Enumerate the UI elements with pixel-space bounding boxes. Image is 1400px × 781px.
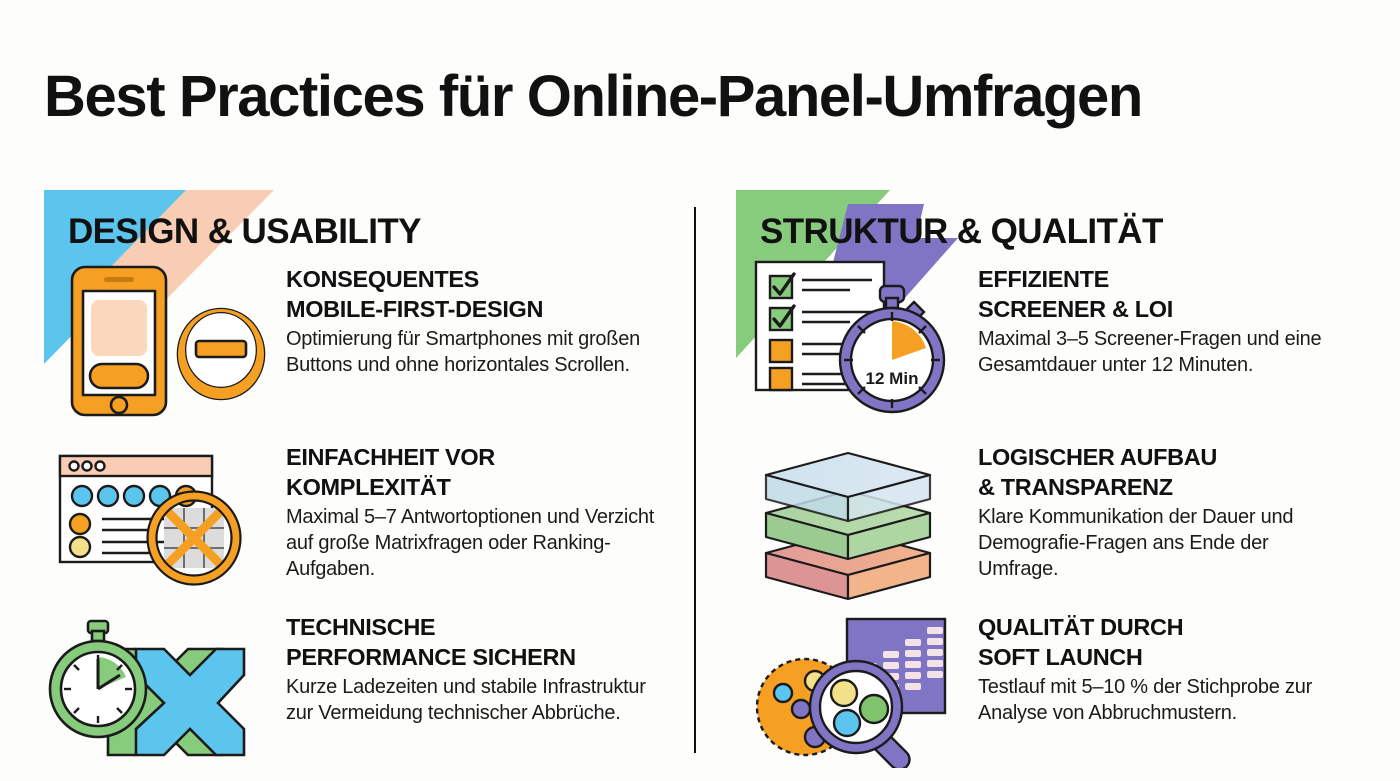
list-item: LOGISCHER AUFBAU & TRANSPARENZ Klare Kom… [728,438,1353,608]
list-item-title: QUALITÄT DURCH SOFT LAUNCH [978,614,1184,670]
list-item-title: KONSEQUENTES MOBILE-FIRST-DESIGN [286,266,544,322]
list-item: EINFACHHEIT VOR KOMPLEXITÄT Maximal 5–7 … [36,438,661,608]
list-item: KONSEQUENTES MOBILE-FIRST-DESIGN Optimie… [36,256,661,438]
column-divider [694,207,696,753]
list-item-title: EINFACHHEIT VOR KOMPLEXITÄT [286,444,495,500]
list-item-text: KONSEQUENTES MOBILE-FIRST-DESIGN Optimie… [286,256,661,378]
list-item-description: Kurze Ladezeiten und stabile Infrastrukt… [286,676,646,724]
list-item-description: Optimierung für Smartphones mit großen B… [286,328,640,376]
checklist-stopwatch-icon: 12 Min [728,256,978,421]
list-item: 12 Min EFFIZIENTE SCREENER & LOI Maximal… [728,256,1353,438]
list-item-text: EINFACHHEIT VOR KOMPLEXITÄT Maximal 5–7 … [286,438,661,582]
mobile-first-icon [36,256,286,421]
page-title: Best Practices für Online-Panel-Umfragen [44,63,1143,129]
list-item-description: Klare Kommunikation der Dauer und Demogr… [978,506,1294,580]
soft-launch-magnifier-icon [728,608,978,773]
list-item-description: Maximal 3–5 Screener-Fragen und eine Ges… [978,328,1322,376]
list-item-text: QUALITÄT DURCH SOFT LAUNCH Testlauf mit … [978,608,1353,726]
list-item-text: TECHNISCHE PERFORMANCE SICHERN Kurze Lad… [286,608,661,726]
item-list-right: 12 Min EFFIZIENTE SCREENER & LOI Maximal… [728,256,1353,778]
list-item-title: TECHNISCHE PERFORMANCE SICHERN [286,614,576,670]
section-heading-right: STRUKTUR & QUALITÄT [760,212,1163,251]
layered-stack-icon [728,438,978,603]
item-list-left: KONSEQUENTES MOBILE-FIRST-DESIGN Optimie… [36,256,661,778]
list-item: QUALITÄT DURCH SOFT LAUNCH Testlauf mit … [728,608,1353,778]
performance-stopwatch-icon [36,608,286,773]
column-struktur-qualitaet: STRUKTUR & QUALITÄT [728,186,1353,768]
list-item-title: LOGISCHER AUFBAU & TRANSPARENZ [978,444,1217,500]
column-design-usability: DESIGN & USABILITY [36,186,661,766]
no-matrix-question-icon [36,438,286,603]
list-item-description: Testlauf mit 5–10 % der Stichprobe zur A… [978,676,1313,724]
stopwatch-label: 12 Min [866,369,919,388]
list-item-description: Maximal 5–7 Antwortoptionen und Verzicht… [286,506,654,580]
list-item: TECHNISCHE PERFORMANCE SICHERN Kurze Lad… [36,608,661,778]
section-heading-left: DESIGN & USABILITY [68,212,421,251]
list-item-text: EFFIZIENTE SCREENER & LOI Maximal 3–5 Sc… [978,256,1353,378]
list-item-text: LOGISCHER AUFBAU & TRANSPARENZ Klare Kom… [978,438,1353,582]
list-item-title: EFFIZIENTE SCREENER & LOI [978,266,1173,322]
